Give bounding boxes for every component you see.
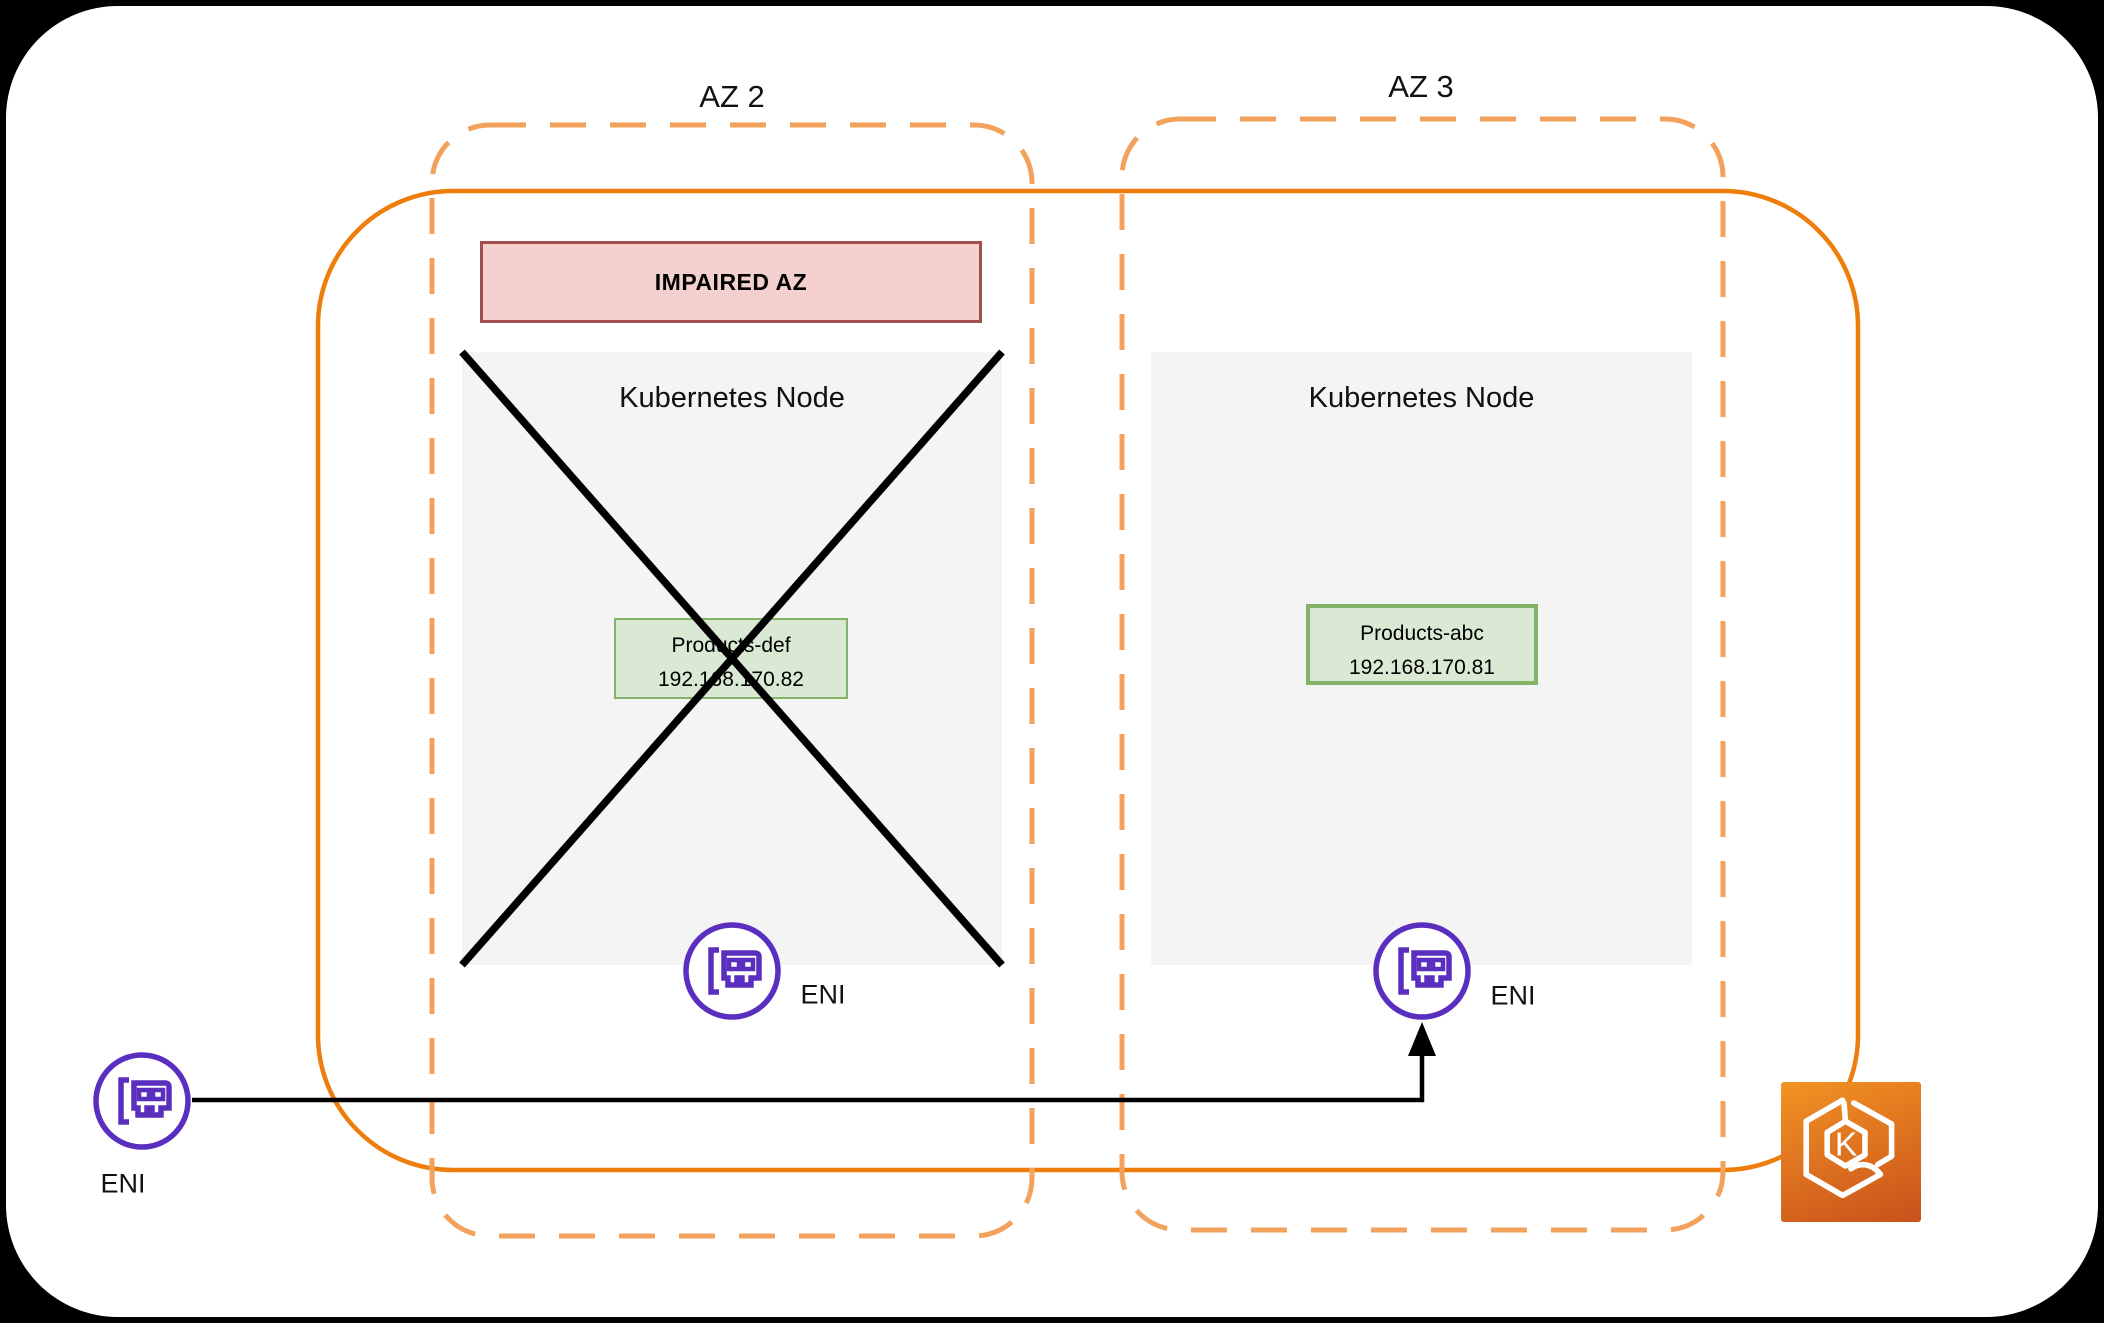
pod-products-def-name: Products-def (671, 634, 791, 657)
impaired-az-banner: IMPAIRED AZ (480, 241, 982, 323)
kubernetes-node-az3-title: Kubernetes Node (1308, 382, 1535, 414)
az3-label: AZ 3 (1388, 69, 1454, 104)
pod-products-abc: Products-abc 192.168.170.81 (1306, 604, 1538, 685)
pod-products-abc-ip: 192.168.170.81 (1349, 656, 1495, 679)
pod-products-def: Products-def 192.168.170.82 (614, 618, 848, 699)
pod-products-abc-name: Products-abc (1360, 622, 1484, 645)
kubernetes-node-az2-title: Kubernetes Node (619, 382, 845, 414)
az2-label: AZ 2 (699, 79, 765, 114)
pod-products-def-ip: 192.168.170.82 (658, 668, 804, 691)
impaired-az-banner-label: IMPAIRED AZ (654, 268, 808, 295)
